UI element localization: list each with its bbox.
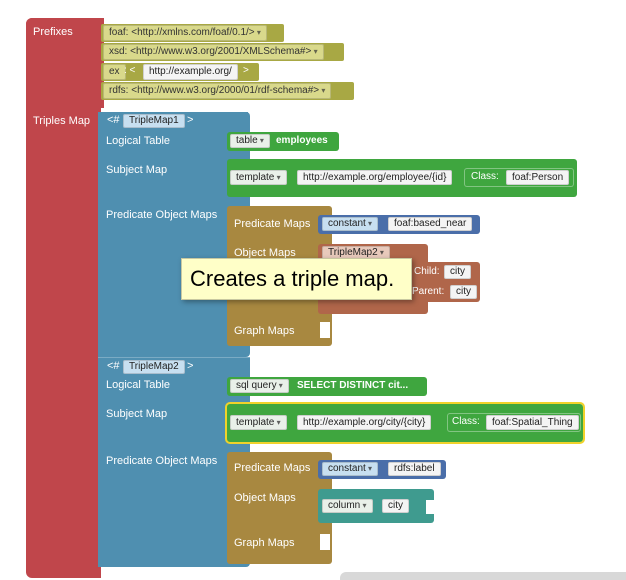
subject-map-block-1[interactable]: template http://example.org/employee/{id… — [227, 159, 577, 197]
class-value-1[interactable]: foaf:Person — [506, 170, 570, 185]
triple-map-1-id-suffix: > — [187, 114, 194, 126]
logical-table-block-2[interactable]: sql query SELECT DISTINCT cit... — [227, 377, 427, 396]
object-type-2[interactable]: column — [322, 499, 373, 513]
triple-map-1-logical-table-label: Logical Table — [106, 135, 171, 147]
join-condition-block-1[interactable]: Child: city Parent: city — [400, 262, 480, 302]
root-block-prefix-arm — [26, 18, 104, 108]
parent-label-1: Parent: — [412, 286, 445, 297]
object-maps-label-1: Object Maps — [234, 247, 296, 259]
class-value-2[interactable]: foaf:Spatial_Thing — [486, 415, 579, 430]
triple-map-2-id-prefix: <# — [107, 360, 120, 372]
prefix-dropdown-rdfs[interactable]: rdfs: <http://www.w3.org/2000/01/rdf-sch… — [103, 83, 332, 99]
logical-table-type-2[interactable]: sql query — [230, 379, 289, 393]
subject-type-2[interactable]: template — [230, 415, 287, 430]
graph-maps-socket-2[interactable] — [320, 534, 330, 550]
predicate-type-2[interactable]: constant — [322, 462, 379, 476]
triple-map-2-subject-map-label: Subject Map — [106, 408, 168, 420]
triple-map-1-pom-label: Predicate Object Maps — [106, 209, 218, 221]
parent-value-1[interactable]: city — [450, 285, 477, 299]
logical-table-block-1[interactable]: table employees — [227, 132, 339, 151]
class-block-2[interactable]: Class: foaf:Spatial_Thing — [447, 413, 581, 432]
prefix-block-ex[interactable]: ex : < http://example.org/ > — [101, 63, 259, 81]
predicate-object-map-block-2[interactable] — [227, 452, 332, 564]
predicate-constant-block-2[interactable]: constant rdfs:label — [318, 460, 446, 479]
subject-template-2[interactable]: http://example.org/city/{city} — [297, 415, 432, 430]
tooltip: Creates a triple map. — [181, 258, 412, 300]
root-block[interactable] — [26, 18, 101, 578]
graph-maps-label-2: Graph Maps — [234, 537, 295, 549]
child-value-1[interactable]: city — [444, 265, 471, 279]
graph-maps-label-1: Graph Maps — [234, 325, 295, 337]
prefix-block-xsd[interactable]: xsd: <http://www.w3.org/2001/XMLSchema#> — [101, 43, 344, 61]
triples-map-label: Triples Map — [33, 115, 91, 127]
subject-map-block-2[interactable]: template http://example.org/city/{city} … — [225, 402, 585, 444]
prefix-dropdown-foaf[interactable]: foaf: <http://xmlns.com/foaf/0.1/> — [103, 25, 267, 41]
predicate-value-1[interactable]: foaf:based_near — [388, 217, 473, 231]
child-label-1: Child: — [414, 266, 440, 277]
logical-table-value-1[interactable]: employees — [276, 135, 328, 146]
horizontal-scrollbar[interactable] — [340, 572, 626, 580]
prefix-block-foaf[interactable]: foaf: <http://xmlns.com/foaf/0.1/> — [101, 24, 284, 42]
triple-map-block-2[interactable] — [98, 357, 250, 567]
logical-table-value-2[interactable]: SELECT DISTINCT cit... — [297, 380, 409, 391]
object-maps-label-2: Object Maps — [234, 492, 296, 504]
triple-map-2-id[interactable]: TripleMap2 — [123, 360, 185, 374]
predicate-constant-block-1[interactable]: constant foaf:based_near — [318, 215, 480, 234]
predicate-maps-label-2: Predicate Maps — [234, 462, 311, 474]
subject-type-1[interactable]: template — [230, 170, 287, 185]
prefix-name-ex[interactable]: ex — [103, 64, 126, 80]
object-value-2[interactable]: city — [382, 499, 409, 513]
subject-template-1[interactable]: http://example.org/employee/{id} — [297, 170, 453, 185]
triple-map-1-id-prefix: <# — [107, 114, 120, 126]
class-label-2: Class: — [452, 416, 480, 427]
predicate-type-1[interactable]: constant — [322, 217, 379, 231]
class-label-1: Class: — [471, 171, 499, 182]
logical-table-type-1[interactable]: table — [230, 134, 270, 148]
triple-map-1-subject-map-label: Subject Map — [106, 164, 168, 176]
triple-map-2-pom-label: Predicate Object Maps — [106, 455, 218, 467]
class-block-1[interactable]: Class: foaf:Person — [464, 168, 574, 187]
prefix-end: > — [243, 65, 249, 76]
prefixes-label: Prefixes — [33, 26, 73, 38]
object-column-block-2[interactable]: column city — [318, 489, 434, 523]
object-column-socket-2 — [426, 500, 436, 514]
predicate-value-2[interactable]: rdfs:label — [388, 462, 441, 476]
prefix-uri-ex[interactable]: http://example.org/ — [143, 64, 238, 80]
prefix-block-rdfs[interactable]: rdfs: <http://www.w3.org/2000/01/rdf-sch… — [101, 82, 354, 100]
triple-map-block-1[interactable] — [98, 112, 250, 357]
prefix-separator: : < — [124, 65, 136, 76]
prefix-dropdown-xsd[interactable]: xsd: <http://www.w3.org/2001/XMLSchema#> — [103, 44, 324, 60]
triple-map-2-logical-table-label: Logical Table — [106, 379, 171, 391]
triple-map-2-id-suffix: > — [187, 360, 194, 372]
graph-maps-socket-1[interactable] — [320, 322, 330, 338]
predicate-maps-label-1: Predicate Maps — [234, 218, 311, 230]
triple-map-1-id[interactable]: TripleMap1 — [123, 114, 185, 128]
